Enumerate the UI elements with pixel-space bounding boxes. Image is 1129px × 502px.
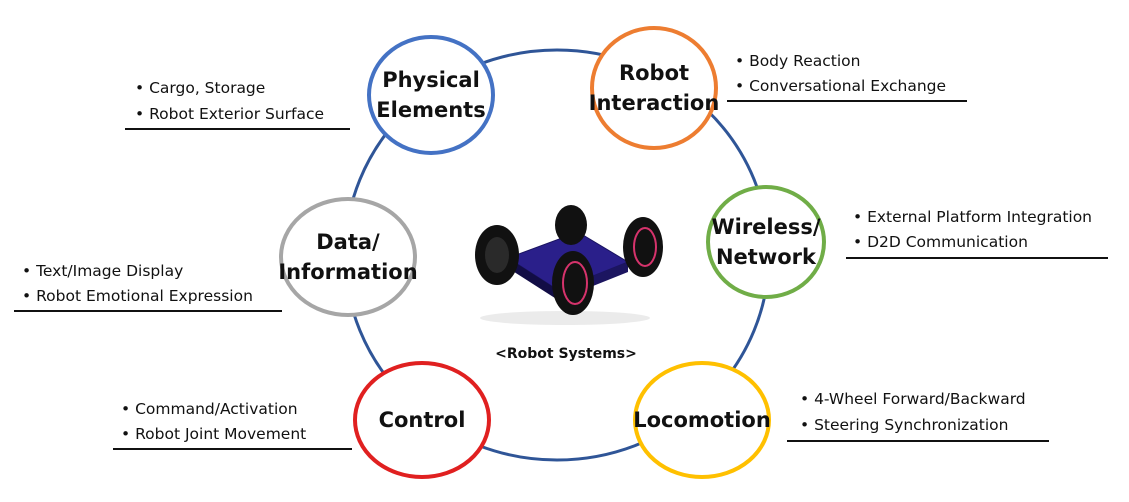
bullet-locomotion-1: • Steering Synchronization <box>800 416 1008 434</box>
bullet-physical-1: • Robot Exterior Surface <box>135 105 324 123</box>
bullet-wireless-0: • External Platform Integration <box>853 208 1092 226</box>
node-circle-wireless <box>706 185 826 299</box>
node-locomotion: Locomotion • 4-Wheel Forward/Backward • St… <box>633 361 1049 479</box>
node-wireless: Wireless/Network • External Platform Inte… <box>706 185 1108 299</box>
node-label-wireless-0: Wireless/ <box>711 215 820 239</box>
bullet-control-0: • Command/Activation <box>121 400 298 418</box>
bullet-interaction-1: • Conversational Exchange <box>735 77 946 95</box>
node-circle-physical <box>367 35 495 155</box>
node-label-data-1: Information <box>278 260 417 284</box>
node-circle-locomotion <box>633 361 771 479</box>
node-label-control-0: Control <box>379 408 466 432</box>
node-label-interaction-0: Robot <box>619 61 689 85</box>
bullet-physical-0: • Cargo, Storage <box>135 79 265 97</box>
bullet-control-1: • Robot Joint Movement <box>121 425 306 443</box>
node-circle-control <box>353 361 491 479</box>
node-label-physical-1: Elements <box>376 98 485 122</box>
node-label-physical-0: Physical <box>382 68 480 92</box>
node-control: Control • Command/Activation • Robot Joint… <box>113 361 491 479</box>
bullet-locomotion-0: • 4-Wheel Forward/Backward <box>800 390 1026 408</box>
node-circle-interaction <box>590 26 718 150</box>
bullet-interaction-0: • Body Reaction <box>735 52 860 70</box>
node-label-interaction-1: Interaction <box>589 91 720 115</box>
bullet-data-1: • Robot Emotional Expression <box>22 287 253 305</box>
node-label-locomotion-0: Locomotion <box>633 408 771 432</box>
node-data: Data/Information • Text/Image Display • Ro… <box>14 197 418 317</box>
node-label-wireless-1: Network <box>716 245 817 269</box>
center-caption: <Robot Systems> <box>495 346 637 362</box>
robot-platform-icon <box>475 205 663 325</box>
bullet-data-0: • Text/Image Display <box>22 262 183 280</box>
node-label-data-0: Data/ <box>316 230 380 254</box>
bullet-wireless-1: • D2D Communication <box>853 233 1028 251</box>
node-circle-data <box>279 197 417 317</box>
